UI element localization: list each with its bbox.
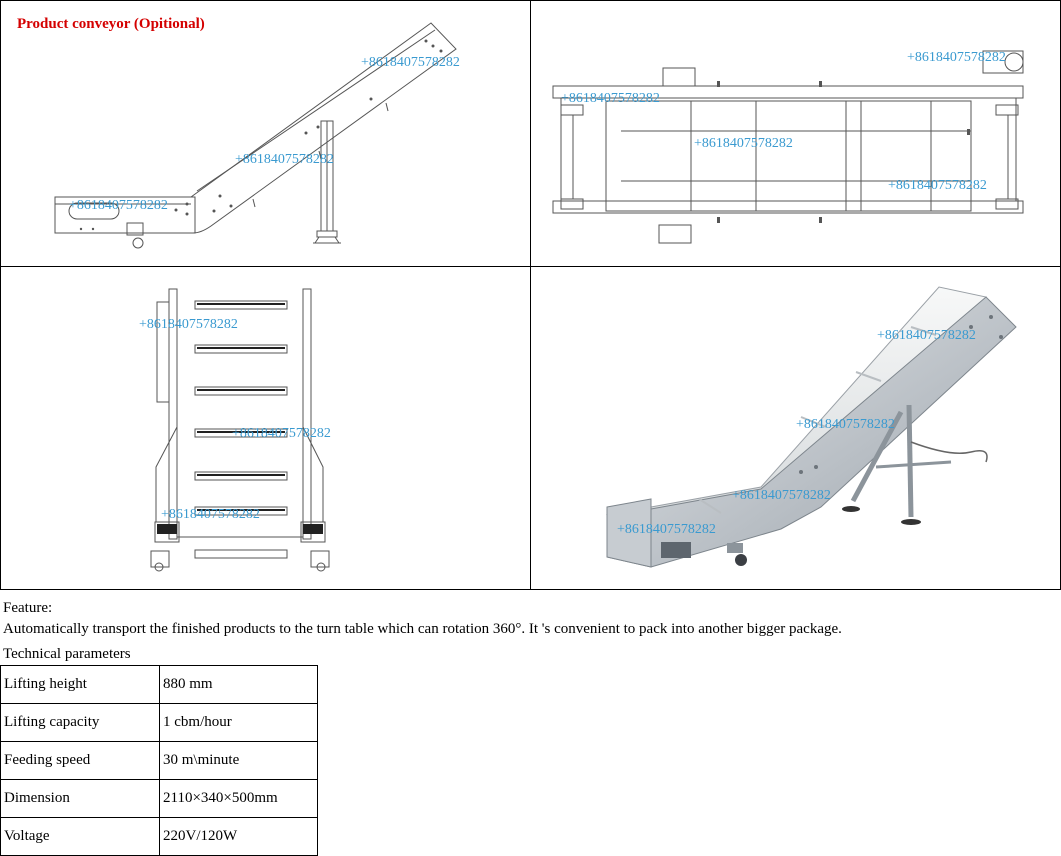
table-row: Feeding speed 30 m\minute bbox=[0, 741, 318, 780]
feature-label: Feature: bbox=[3, 600, 53, 616]
feature-text: Automatically transport the finished pro… bbox=[3, 621, 842, 637]
side-view-svg bbox=[54, 22, 457, 249]
param-key: Lifting capacity bbox=[0, 703, 160, 742]
param-value: 2110×340×500mm bbox=[159, 779, 318, 818]
product-photo-svg bbox=[606, 286, 1017, 568]
caption: Product conveyor (Opitional) bbox=[17, 16, 205, 32]
watermark: +8618407578282 bbox=[694, 136, 793, 151]
param-key: Lifting height bbox=[0, 665, 160, 704]
param-value: 220V/120W bbox=[159, 817, 318, 856]
param-key: Dimension bbox=[0, 779, 160, 818]
watermark: +8618407578282 bbox=[617, 522, 716, 537]
params-table: Lifting height 880 mm Lifting capacity 1… bbox=[0, 665, 318, 856]
watermark: +8618407578282 bbox=[232, 426, 331, 441]
watermark: +8618407578282 bbox=[796, 417, 895, 432]
top-view-drawing: +8618407578282 +8618407578282 +861840757… bbox=[530, 0, 1061, 267]
param-key: Feeding speed bbox=[0, 741, 160, 780]
watermark: +8618407578282 bbox=[888, 178, 987, 193]
param-value: 1 cbm/hour bbox=[159, 703, 318, 742]
watermark: +8618407578282 bbox=[235, 152, 334, 167]
watermark: +8618407578282 bbox=[907, 50, 1006, 65]
side-view-drawing: Product conveyor (Opitional) +8618407578… bbox=[0, 0, 531, 267]
param-value: 30 m\minute bbox=[159, 741, 318, 780]
watermark: +8618407578282 bbox=[161, 507, 260, 522]
watermark: +8618407578282 bbox=[69, 198, 168, 213]
watermark: +8618407578282 bbox=[139, 317, 238, 332]
top-view-svg bbox=[552, 50, 1024, 244]
watermark: +8618407578282 bbox=[561, 91, 660, 106]
front-view-drawing: +8618407578282 +8618407578282 +861840757… bbox=[0, 266, 531, 590]
watermark: +8618407578282 bbox=[877, 328, 976, 343]
front-view-svg bbox=[150, 288, 330, 572]
figure-grid: Product conveyor (Opitional) +8618407578… bbox=[0, 0, 1061, 590]
table-row: Lifting height 880 mm bbox=[0, 665, 318, 704]
table-row: Dimension 2110×340×500mm bbox=[0, 779, 318, 818]
watermark: +8618407578282 bbox=[732, 488, 831, 503]
params-title: Technical parameters bbox=[3, 646, 131, 662]
product-photo: +8618407578282 +8618407578282 +861840757… bbox=[530, 266, 1061, 590]
table-row: Lifting capacity 1 cbm/hour bbox=[0, 703, 318, 742]
table-row: Voltage 220V/120W bbox=[0, 817, 318, 856]
watermark: +8618407578282 bbox=[361, 55, 460, 70]
param-value: 880 mm bbox=[159, 665, 318, 704]
param-key: Voltage bbox=[0, 817, 160, 856]
